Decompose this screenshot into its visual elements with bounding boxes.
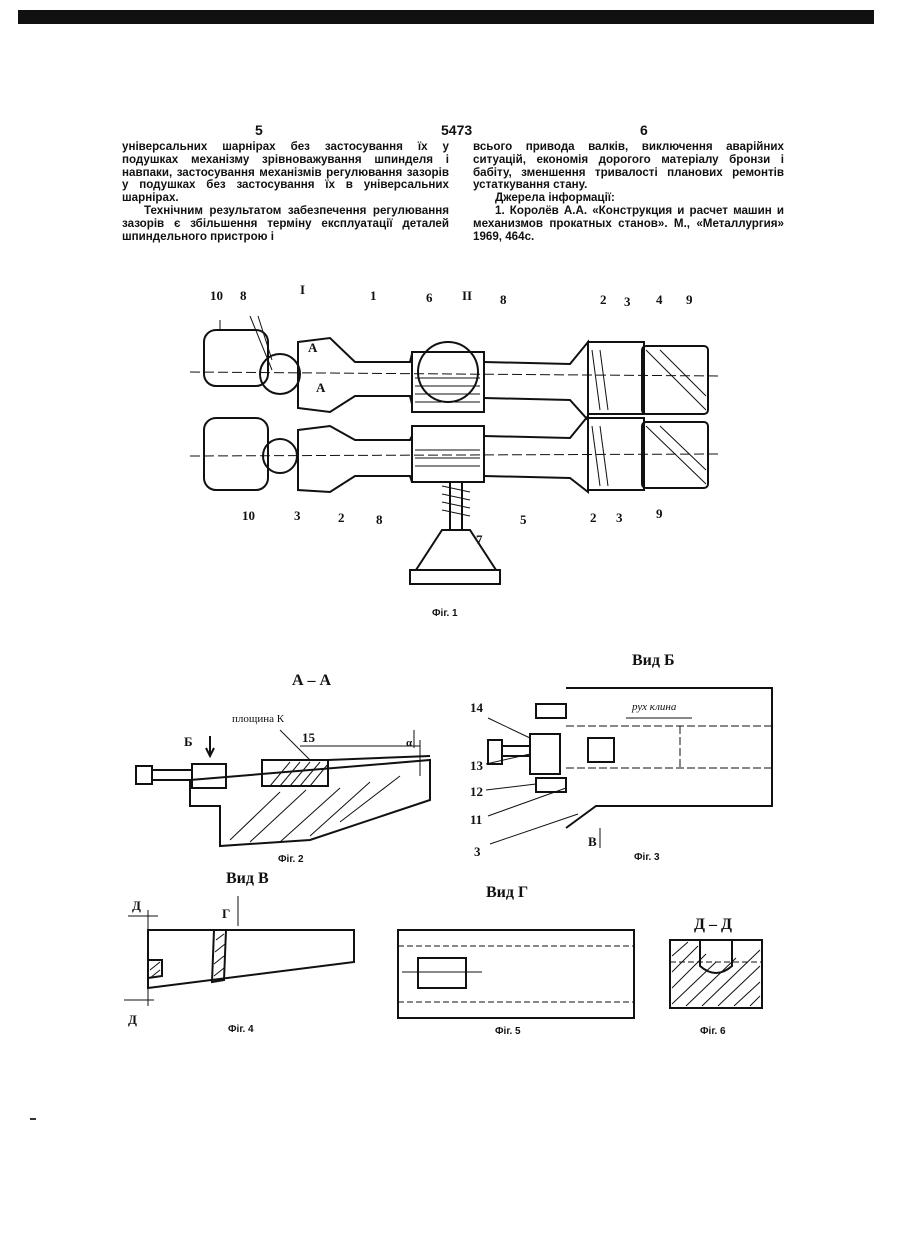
left-paragraph-1: універсальних шарнірах без застосування … [122,141,449,205]
fig2-label-15: 15 [302,730,316,745]
fig3-label-motion: рух клина [631,701,677,713]
fig3-label-14: 14 [470,700,484,715]
fig1-label-10-bottom: 10 [242,508,255,523]
fig4-label-G: Г [222,906,230,921]
hinge-upper-left [260,354,300,394]
spindle-upper-right [484,342,588,420]
spindle-lower [298,426,412,492]
roll-neck-lower [204,418,268,490]
spindle-lower-right [484,416,588,492]
fig1-label-A-lower: A [316,380,326,395]
fig1-label-4: 4 [656,292,663,307]
fig1-label-II: II [462,288,472,303]
fig1-label-2-top: 2 [600,292,607,307]
fig6-title: Д – Д [694,916,732,934]
fig1-label-6: 6 [426,290,433,305]
fig1-label-5: 5 [520,512,527,527]
scan-mark [30,1118,36,1120]
fig1-caption: Фіг. 1 [432,608,458,619]
fig3-title: Вид Б [632,652,675,670]
fig1-label-A-upper: A [308,340,318,355]
fig1-label-9-top: 9 [686,292,693,307]
fig1-label-3-bottom-right: 3 [616,510,623,525]
fig3-label-3: 3 [474,844,481,858]
fig1-label-3-top: 3 [624,294,631,309]
fig3-label-V: В [588,834,597,849]
figure-6-section-drawing [666,936,766,1016]
fig1-label-10-top: 10 [210,288,223,303]
roll-neck-upper [204,330,268,386]
fig1-label-2-bottom-right: 2 [590,510,597,525]
fig1-label-7: 7 [476,532,483,547]
right-paragraph-1: всього привода валків, виключення аварій… [473,141,784,192]
figure-3-view-b-drawing: рух клина 14 13 12 11 3 В [466,678,776,858]
fig1-label-8-top-left: 8 [240,288,247,303]
patent-number: 5473 [441,122,472,138]
fig4-label-D-top: Д [132,898,141,913]
left-text-column: універсальних шарнірах без застосування … [122,141,449,243]
fig1-label-3-bottom-left: 3 [294,508,301,523]
fig3-label-11: 11 [470,812,482,827]
fig1-label-8-top-right: 8 [500,292,507,307]
fig2-label-plane-k: площина К [232,713,285,725]
fig1-label-2-bottom-left: 2 [338,510,345,525]
fig4-caption: Фіг. 4 [228,1024,254,1035]
page-number-left: 5 [255,122,263,138]
fig1-label-I: I [300,282,305,297]
fig5-caption: Фіг. 5 [495,1026,521,1037]
figure-1-spindle-drawing: 10 8 I 1 6 II 8 2 3 4 9 A A 10 3 2 8 7 5… [180,280,740,600]
figure-4-view-v-drawing: Д Г Д [118,890,358,1030]
right-text-column: всього привода валків, виключення аварій… [473,141,784,243]
page-number-right: 6 [640,122,648,138]
fig5-title: Вид Г [486,884,528,902]
fig2-label-alpha: α [406,737,413,749]
top-scan-bar [18,10,874,24]
figure-5-view-g-drawing [392,924,640,1024]
fig2-title: А – А [292,672,331,690]
fig3-label-12: 12 [470,784,483,799]
fig3-caption: Фіг. 3 [634,852,660,863]
balancing-cushion-lower [412,426,484,482]
fig6-caption: Фіг. 6 [700,1026,726,1037]
left-paragraph-2: Технічним результатом забезпечення регул… [122,205,449,243]
fig4-title: Вид В [226,870,269,888]
figure-2-section-drawing: Б площина К 15 α [130,700,440,850]
source-1: 1. Королёв А.А. «Конструкция и расчет ма… [473,205,784,243]
fig3-label-13: 13 [470,758,484,773]
balancing-mechanism-base [416,530,496,570]
fig4-label-D-bottom: Д [128,1012,137,1027]
fig1-label-8-bottom: 8 [376,512,383,527]
fig1-label-1: 1 [370,288,377,303]
fig2-caption: Фіг. 2 [278,854,304,865]
fig2-label-B: Б [184,734,193,749]
fig1-label-9-bottom: 9 [656,506,663,521]
